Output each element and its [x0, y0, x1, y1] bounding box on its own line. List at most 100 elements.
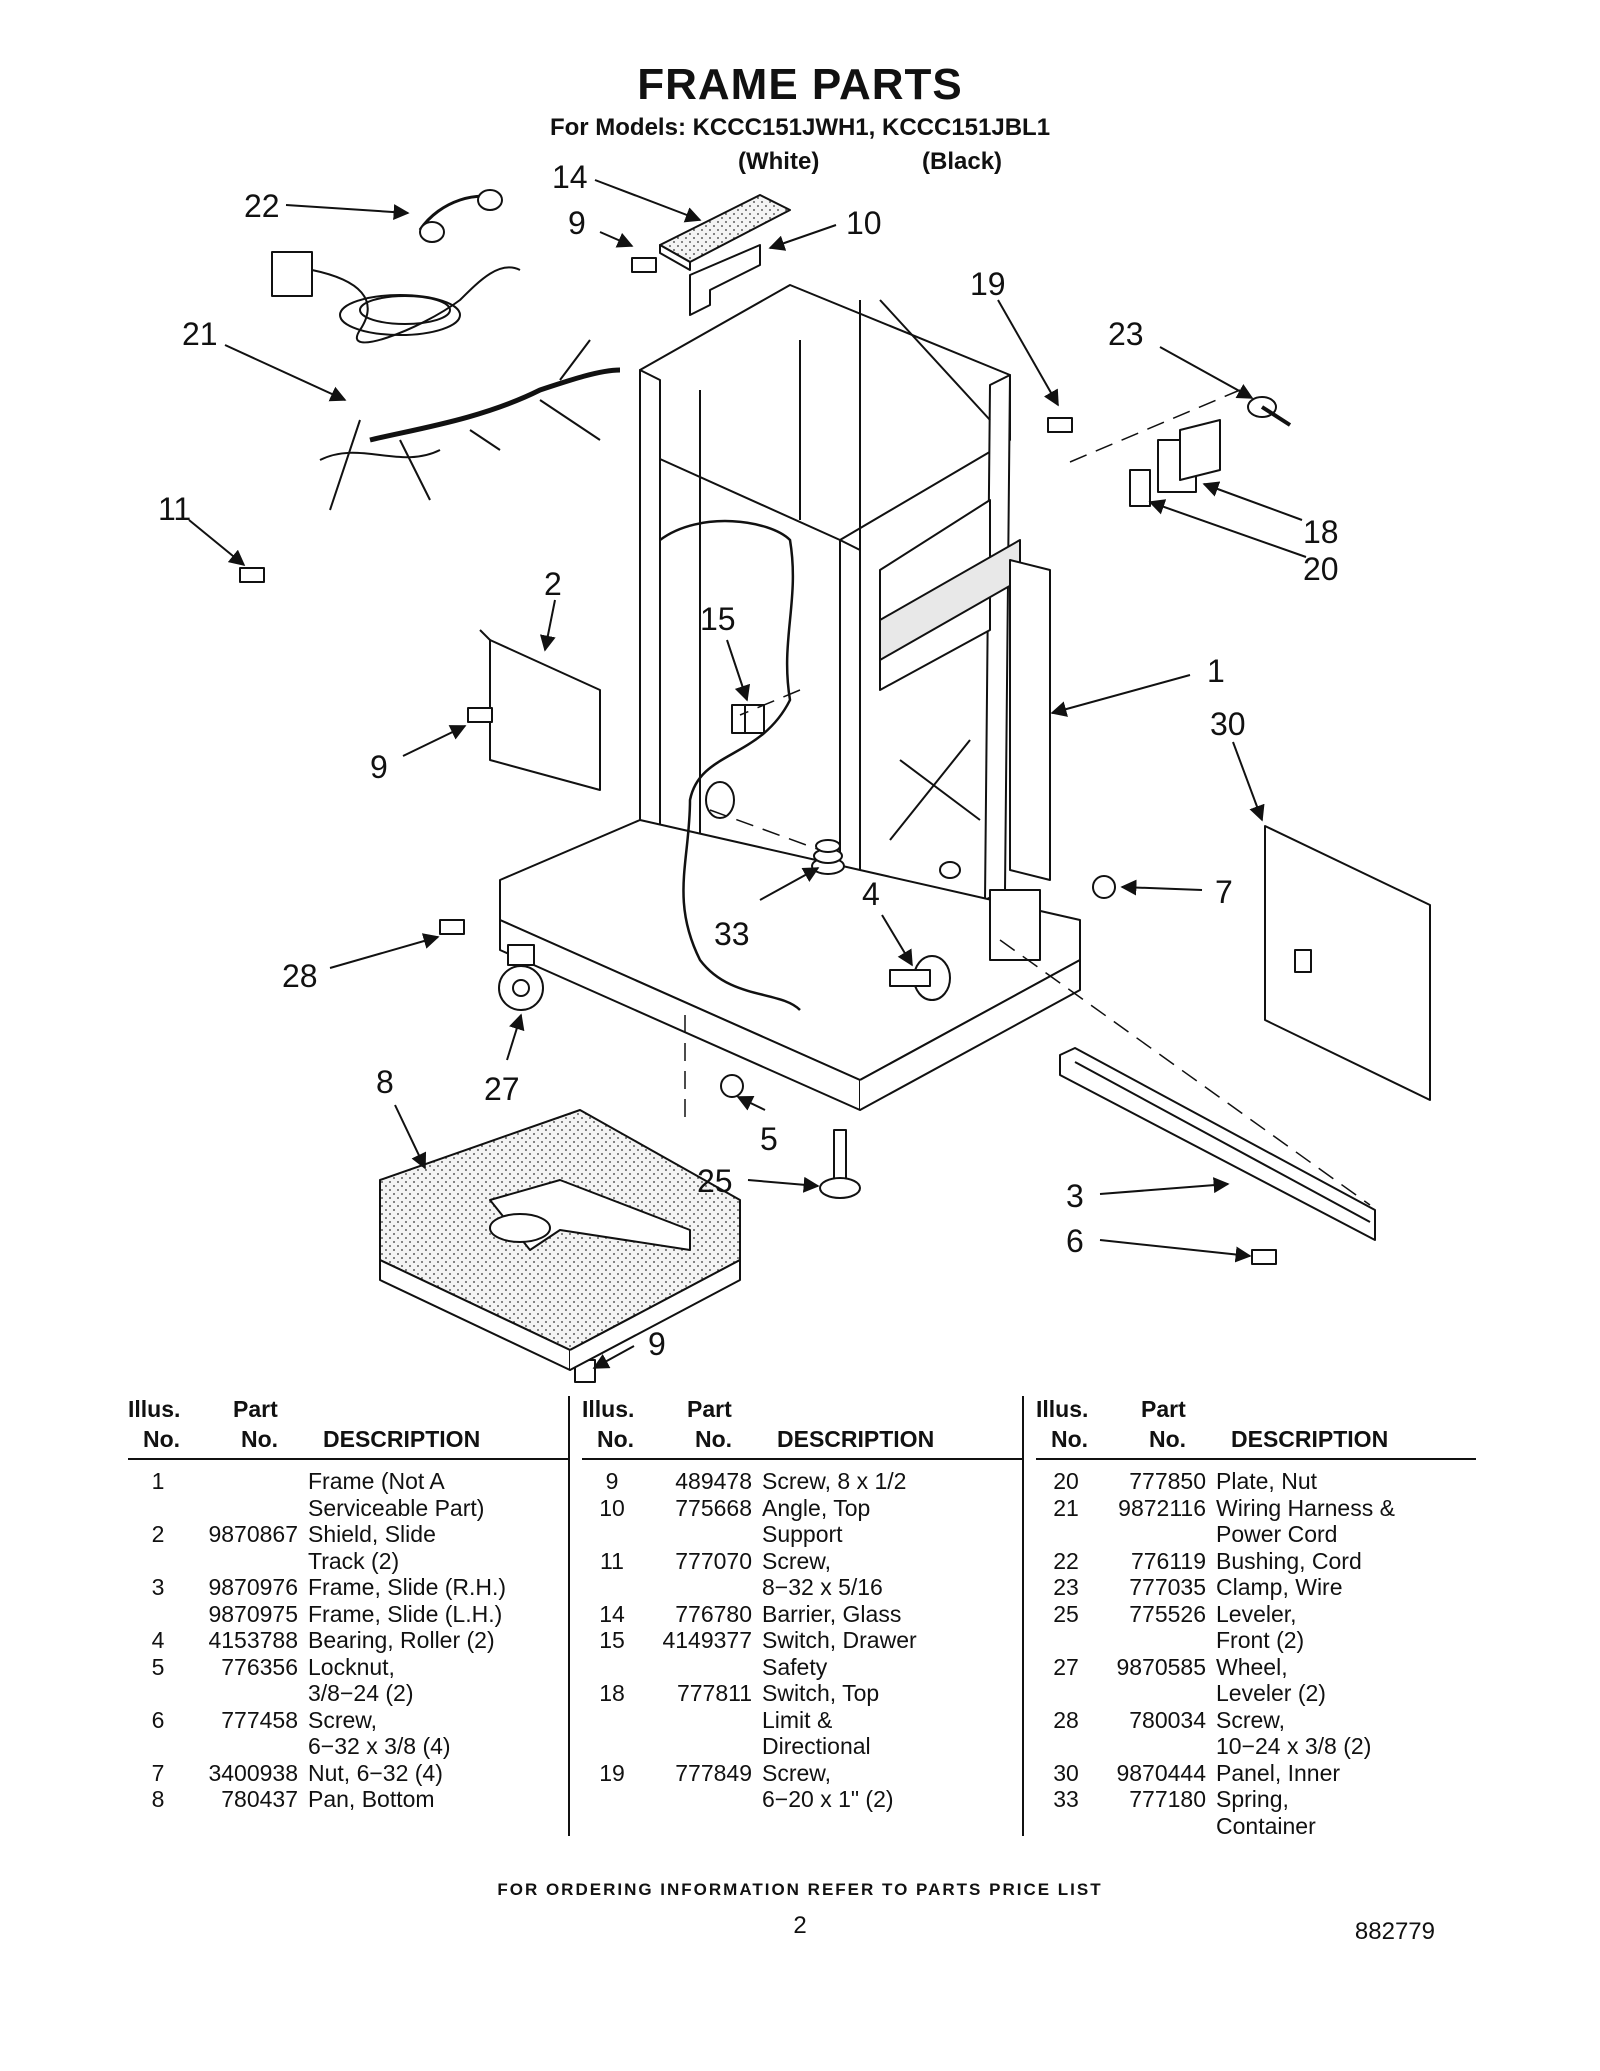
callout-21: 21: [182, 316, 218, 352]
callout-4: 4: [862, 876, 880, 912]
description-cell: Shield, Slide: [308, 1521, 436, 1547]
drawer-switch-part-15: [731, 704, 765, 734]
illus-no-cell: 11: [600, 1547, 624, 1574]
illus-no-cell: [128, 1733, 188, 1760]
cord-bushing-part-22: [418, 189, 503, 243]
header-description: DESCRIPTION: [323, 1426, 481, 1452]
table-row: Safety: [582, 1654, 1022, 1681]
illus-no-cell: 27: [1053, 1653, 1079, 1680]
illus-no-cell: [582, 1786, 642, 1813]
locknut-part-5: [720, 1074, 744, 1098]
part-no-cell: 4149377: [662, 1627, 752, 1653]
description-cell: Nut, 6−32 (4): [308, 1759, 443, 1786]
illus-no-cell: 23: [1053, 1574, 1079, 1600]
callout-10: 10: [846, 205, 882, 241]
illus-no-cell: 10: [599, 1494, 625, 1521]
page-title: FRAME PARTS: [637, 60, 963, 109]
illus-no-cell: [582, 1574, 642, 1601]
description-cell: 10−24 x 3/8 (2): [1216, 1733, 1372, 1759]
callout-22: 22: [244, 188, 280, 224]
callout-7: 7: [1215, 874, 1233, 910]
description-cell: Switch, Top: [762, 1680, 880, 1706]
description-cell: Container: [1216, 1812, 1316, 1839]
illus-no-cell: [128, 1601, 188, 1628]
part-no-cell: 777849: [675, 1759, 752, 1786]
description-cell: Serviceable Part): [308, 1494, 485, 1521]
inner-panel-part-30: [1264, 825, 1431, 1101]
part-no-cell: 777035: [1129, 1574, 1206, 1600]
table-row: Limit &: [582, 1707, 1022, 1734]
callout-27: 27: [484, 1071, 520, 1107]
description-cell: Power Cord: [1216, 1521, 1338, 1547]
header-illus: Illus.: [582, 1396, 635, 1422]
description-cell: Screw,: [308, 1706, 378, 1733]
slide-shield-part-2: [479, 629, 601, 791]
screw-part-6: [1251, 1249, 1277, 1265]
table-row: Serviceable Part): [128, 1495, 568, 1522]
screw-part-19: [1047, 417, 1073, 433]
part-no-cell: 777850: [1129, 1468, 1206, 1494]
description-cell: Leveler (2): [1216, 1680, 1326, 1706]
illus-no-cell: [1036, 1521, 1096, 1548]
callout-18: 18: [1303, 514, 1339, 550]
frame-part-1: [499, 284, 1081, 1111]
table-row: Front (2): [1036, 1627, 1476, 1654]
part-no-cell: 489478: [675, 1468, 752, 1494]
part-no-cell: 776119: [1130, 1547, 1206, 1574]
part-no-cell: [188, 1680, 308, 1707]
color-black-label: (Black): [922, 148, 1003, 175]
leveler-wheel-part-27: [498, 944, 544, 1011]
callout-3: 3: [1066, 1178, 1084, 1214]
part-no-cell: 777811: [676, 1680, 752, 1706]
table-header: Illus. No. Part No. DESCRIPTION: [128, 1396, 568, 1460]
callout-19: 19: [970, 266, 1006, 302]
illus-no-cell: [582, 1733, 642, 1760]
callout-leaders: [188, 179, 1307, 1369]
wiring-harness-part-21: [271, 251, 621, 511]
header-description: DESCRIPTION: [777, 1426, 935, 1452]
illus-no-cell: 21: [1053, 1494, 1079, 1521]
illus-no-cell: [128, 1548, 188, 1575]
screw-part-9-shield: [467, 707, 493, 723]
part-no-cell: [642, 1654, 762, 1681]
description-cell: Wheel,: [1216, 1653, 1288, 1680]
illus-no-cell: 5: [151, 1653, 165, 1680]
header-illus: Illus.: [128, 1396, 181, 1422]
callout-1: 1: [1207, 653, 1225, 689]
callout-20: 20: [1303, 551, 1339, 587]
table-row: Track (2): [128, 1548, 568, 1575]
header-part-no: No.: [695, 1426, 733, 1452]
table-row: Container: [1036, 1813, 1476, 1840]
illus-no-cell: [1036, 1627, 1096, 1654]
part-no-cell: [642, 1786, 762, 1813]
description-cell: Frame (Not A: [308, 1468, 445, 1494]
header-illus: Illus.: [1036, 1396, 1089, 1422]
table-row: 8−32 x 5/16: [582, 1574, 1022, 1601]
part-no-cell: 777180: [1129, 1786, 1206, 1812]
callout-25: 25: [697, 1163, 733, 1199]
exploded-parts-diagram: 22 14 9 10 21 19 23 11 18 20 2 15 1 30 9…: [158, 159, 1431, 1383]
wire-clamp-part-23: [1247, 396, 1292, 427]
description-cell: Switch, Drawer: [762, 1627, 917, 1653]
description-cell: Screw,: [1216, 1706, 1286, 1733]
illus-no-cell: 28: [1053, 1706, 1079, 1733]
description-cell: Frame, Slide (L.H.): [308, 1600, 503, 1627]
description-cell: Directional: [762, 1733, 871, 1759]
description-cell: 6−20 x 1" (2): [762, 1786, 894, 1812]
glass-barrier-part-14: [659, 194, 791, 271]
part-no-cell: [642, 1574, 762, 1601]
illus-no-cell: 4: [151, 1627, 165, 1653]
illus-no-cell: 22: [1053, 1547, 1079, 1574]
